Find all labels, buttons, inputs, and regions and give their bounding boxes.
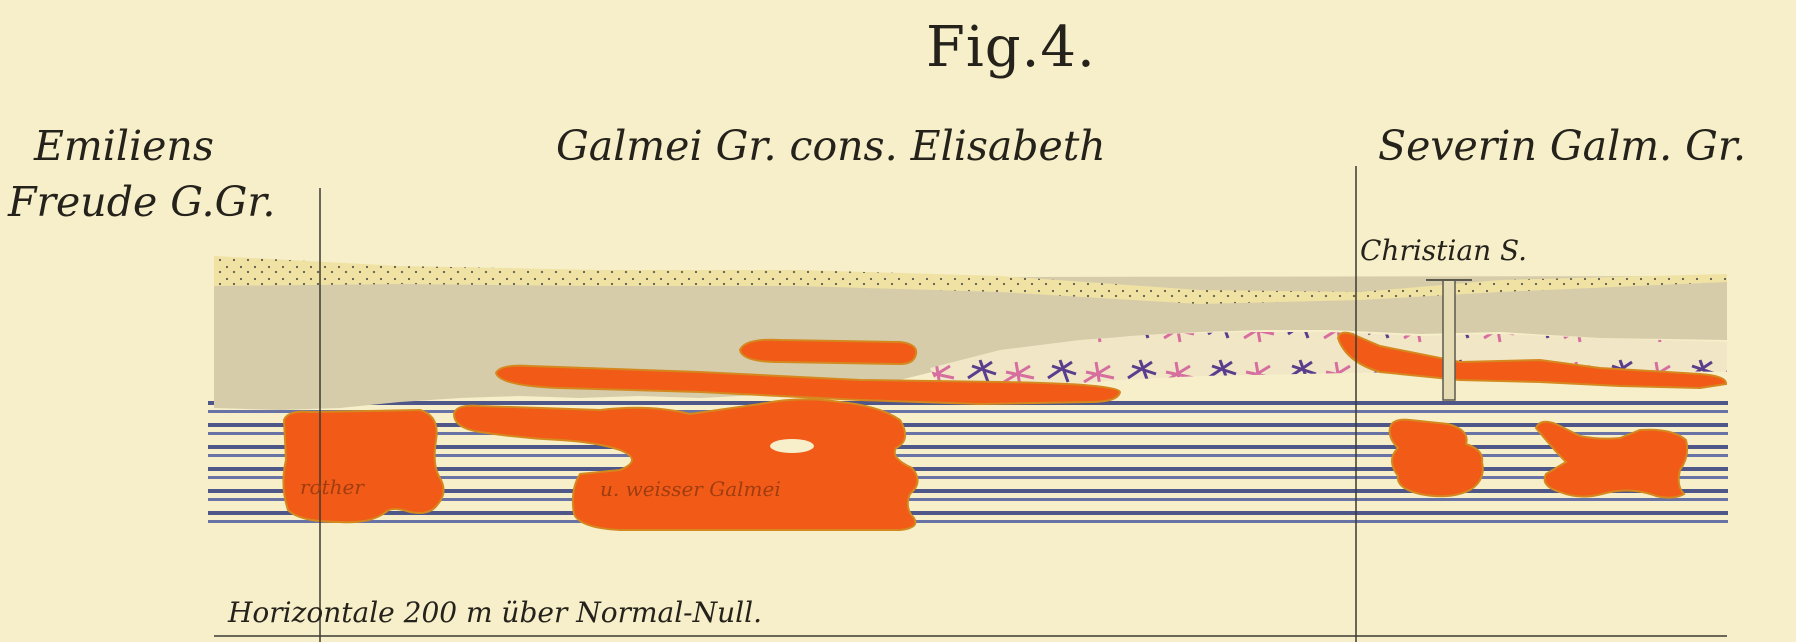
shaft-label: Christian S. bbox=[1360, 234, 1527, 267]
baseline-label: Horizontale 200 m über Normal-Null. bbox=[228, 596, 762, 629]
ore-body-rother bbox=[283, 410, 443, 522]
heading-freude: Freude G.Gr. bbox=[8, 178, 275, 226]
ore-lens-top bbox=[740, 340, 916, 364]
heading-elisabeth: Galmei Gr. cons. Elisabeth bbox=[556, 122, 1106, 170]
figure-title: Fig.4. bbox=[926, 15, 1096, 80]
heading-emiliens: Emiliens bbox=[34, 122, 214, 170]
christian-shaft bbox=[1443, 280, 1455, 400]
ore-label-weisser-galmei: u. weisser Galmei bbox=[600, 477, 781, 501]
ore-label-rother: rother bbox=[300, 475, 364, 499]
ore-cavity bbox=[770, 439, 814, 453]
heading-severin: Severin Galm. Gr. bbox=[1378, 122, 1746, 170]
